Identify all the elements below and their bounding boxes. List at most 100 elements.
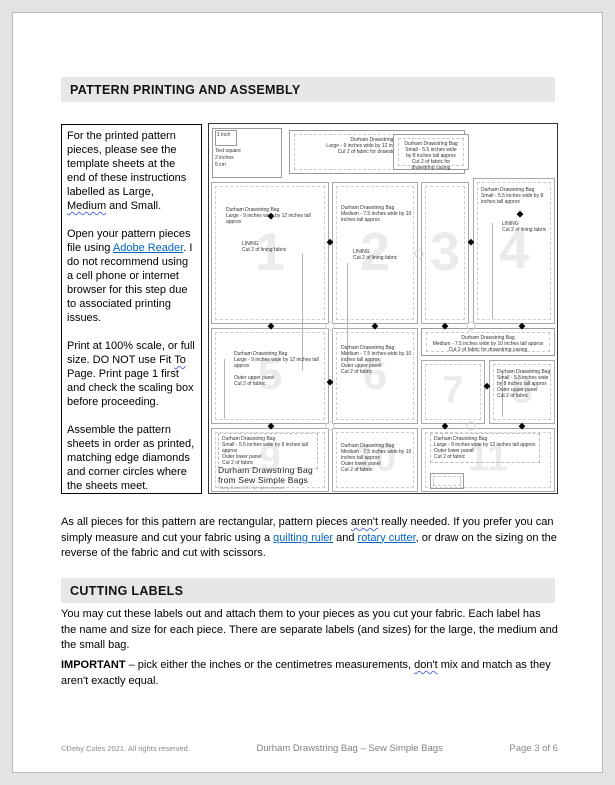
test-square-box: 1 inch Test square 2 inches 5 cm [212, 128, 282, 178]
body-paragraph-important: IMPORTANT – pick either the inches or th… [61, 658, 558, 689]
diamond-marker-icon: ◆ [467, 236, 475, 247]
diamond-marker-icon: ◆ [371, 320, 379, 331]
brand-line2: from Sew Simple Bags [218, 475, 308, 485]
diamond-marker-icon: ◆ [267, 420, 275, 431]
diamond-marker-icon: ◆ [516, 208, 524, 219]
pattern-sheet-6: 6 Durham Drawstring Bag Medium - 7.5 inc… [332, 328, 418, 424]
registration-circle-icon [325, 421, 335, 431]
pattern-sheet-1: 1 Durham Drawstring Bag Large - 9 inches… [211, 182, 329, 371]
pattern-sheet-2: 2 Durham Drawstring Bag Medium - 7.5 inc… [332, 182, 418, 363]
registration-circle-icon [466, 321, 476, 331]
text-run: Print at 100% scale, or full size. DO NO… [67, 340, 195, 366]
piece-cut: Cut 2 of fabric for drawstring casing [411, 159, 451, 171]
body-paragraph-cutting: You may cut these labels out and attach … [61, 608, 558, 651]
piece-title: Durham Drawstring Bag [461, 335, 515, 341]
piece-size: Medium - 7.5 inches wide by 10 inches ta… [432, 341, 544, 347]
text-run: – pick either the inches or the centimet… [125, 659, 415, 671]
sheet11-label: Durham Drawstring Bag Large - 9 inches w… [430, 433, 540, 463]
piece-cut: Cut 2 of fabric for drawstring casing [448, 347, 528, 353]
text-run: Page. Print page 1 first and check the s… [67, 368, 194, 408]
piece-cut: Cut 2 of fabric [341, 467, 373, 473]
diamond-marker-icon: ◆ [483, 380, 491, 391]
pattern-sheet-5: 5 Durham Drawstring Bag Large - 9 inches… [211, 328, 329, 424]
piece-cut: Cut 2 of fabric [234, 381, 266, 387]
piece-name: Outer lower panel [434, 448, 474, 454]
grammarcheck-word: To [174, 354, 186, 366]
piece-cut: Cut 2 of lining fabric [242, 247, 287, 253]
text-run: . I do not recommend using a cell phone … [67, 242, 193, 324]
piece-cut: Cut 2 of lining fabric [353, 255, 398, 261]
casing-strip-small-label: Durham Drawstring Bag Small - 5.5 inches… [398, 138, 464, 171]
piece-title: Durham Drawstring Bag [481, 187, 535, 193]
quilting-ruler-link[interactable]: quilting ruler [273, 531, 334, 544]
piece-title: Durham Drawstring Bag [222, 436, 276, 442]
sheet1-label: Durham Drawstring Bag Large - 9 inches w… [226, 207, 324, 225]
piece-size: Small - 5.5 inches wide by 8 inches tall… [222, 442, 308, 454]
section-title: PATTERN PRINTING AND ASSEMBLY [70, 82, 301, 97]
brand-line1: Durham Drawstring Bag [218, 465, 313, 475]
one-inch-square: 1 inch [215, 130, 238, 146]
pattern-sheet-9: 9 Durham Drawstring Bag Small - 5.5 inch… [211, 428, 329, 492]
body-paragraph-rectangular: As all pieces for this pattern are recta… [61, 515, 558, 562]
piece-title: Durham Drawstring Bag [226, 207, 280, 213]
spellcheck-word: aren't [350, 516, 379, 528]
piece-size: Medium - 7.5 inches wide by 10 inches ta… [341, 211, 412, 223]
pattern-sheet-3: 3 [421, 182, 469, 324]
sheet8-label: Durham Drawstring Bag Small - 5.5 inches… [497, 369, 552, 399]
piece-size: Small - 5.5 inches wide by 8 inches tall… [405, 147, 457, 159]
piece-name: Outer upper panel [497, 387, 538, 393]
piece-title: Durham Drawstring Bag [341, 205, 395, 211]
piece-cut: Cut 2 of fabric for drawstring casing [337, 149, 417, 155]
piece-size: Small - 5.5 inches wide by 8 inches tall… [497, 375, 549, 387]
sheet6-label: Durham Drawstring Bag Medium - 7.5 inche… [341, 345, 414, 375]
sheet2-label: Durham Drawstring Bag Medium - 7.5 inche… [341, 205, 414, 223]
important-label: IMPORTANT [61, 659, 126, 671]
registration-circle-icon [466, 421, 476, 431]
casing-strip-medium: Durham Drawstring Bag Medium - 7.5 inche… [421, 328, 555, 356]
footer-doc-title: Durham Drawstring Bag – Sew Simple Bags [256, 743, 443, 754]
piece-size: Large - 9 inches wide by 12 inches tall … [226, 213, 311, 225]
text-run: mix and match as they aren't exactly equ… [61, 659, 551, 687]
spellcheck-word: Medium [67, 200, 107, 212]
piece-size: Medium - 7.5 inches wide by 10 inches ta… [341, 351, 412, 363]
piece-name: Outer lower panel [222, 454, 262, 460]
footer-page-indicator: Page 3 of 6 [509, 743, 558, 754]
pattern-sheet-4: 4 Durham Drawstring Bag Small - 5.5 inch… [473, 178, 555, 324]
sheet2-lining-label: LINING Cut 2 of lining fabric [353, 249, 397, 261]
test-square-5cm: 5 cm [215, 162, 226, 168]
section-title: CUTTING LABELS [70, 583, 184, 598]
diamond-marker-icon: ◆ [441, 420, 449, 431]
diamond-marker-icon: ◆ [326, 376, 334, 387]
page-footer: ©Deby Coles 2021. All rights reserved. D… [61, 743, 558, 754]
instructions-paragraph: Open your pattern pieces file using Adob… [67, 227, 196, 325]
section-header-pattern-printing: PATTERN PRINTING AND ASSEMBLY [61, 77, 555, 102]
text-run: Open your pattern pieces file using [67, 228, 191, 254]
text-run: really needed. If you prefer you can sim… [61, 516, 554, 544]
diamond-marker-icon: ◆ [267, 210, 275, 221]
sheet9-label: Durham Drawstring Bag Small - 5.5 inches… [218, 433, 318, 469]
diamond-marker-icon: ◆ [441, 320, 449, 331]
piece-cut: Cut 2 of lining fabric [502, 227, 547, 233]
rotary-cutter-link[interactable]: rotary cutter [357, 531, 416, 544]
sheet1-lining-label: LINING Cut 2 of lining fabric [242, 241, 286, 253]
instructions-text-box: For the printed pattern pieces, please s… [61, 124, 202, 494]
piece-title: Durham Drawstring Bag [341, 443, 395, 449]
piece-title: Durham Drawstring Bag [434, 436, 488, 442]
text-run: , or draw on the sizing on the reverse o… [61, 531, 557, 560]
piece-cut: Cut 2 of fabric [341, 369, 373, 375]
adobe-reader-link[interactable]: Adobe Reader [112, 242, 184, 254]
brand-note: ©Deby Coles 2021. All rights reserved. [218, 486, 286, 490]
registration-circle-icon [325, 321, 335, 331]
sheet10-label: Durham Drawstring Bag Medium - 7.5 inche… [341, 443, 414, 473]
piece-title: Durham Drawstring Bag [234, 351, 288, 357]
registration-circle-icon [414, 249, 424, 259]
text-run: and Small. [106, 200, 162, 212]
pattern-sheet-10: 10 Durham Drawstring Bag Medium - 7.5 in… [332, 428, 418, 492]
casing-strip-medium-label: Durham Drawstring Bag Medium - 7.5 inche… [426, 332, 550, 353]
piece-title: Durham Drawstring Bag [350, 137, 404, 143]
test-square-2in: 2 inches [215, 155, 234, 161]
piece-title: Durham Drawstring Bag [404, 141, 458, 147]
diamond-marker-icon: ◆ [326, 236, 334, 247]
instructions-paragraph: Assemble the pattern sheets in order as … [67, 424, 195, 492]
